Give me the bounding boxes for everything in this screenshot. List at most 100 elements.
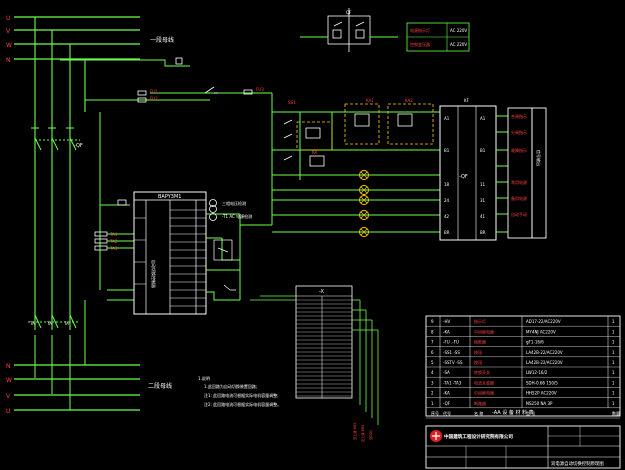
company-logo [430,430,442,442]
relay-output-label-4: 常用电源 [511,179,527,185]
table-cell-model: NS250 NA 3P [526,401,553,406]
relay-output-label-6: 自动手动 [511,211,527,217]
table-cell-qty: 1 [612,329,615,334]
table-cell-code: 代号 [443,410,451,416]
table-cell-code: -QF [443,401,451,406]
bus-label-w-bottom: W [6,377,12,384]
svg-text:KA: KA [312,150,318,155]
svg-text:TA: TA [46,321,52,326]
bus-label-u-top: U [6,15,10,22]
svg-text:KA2: KA2 [405,98,413,103]
control-wiring-left [60,59,273,290]
bottom-breaker-symbol [28,300,86,410]
svg-text:42: 42 [444,214,450,219]
svg-text:FU2: FU2 [150,96,158,101]
svg-text:FU1: FU1 [150,89,158,94]
svg-text:SS1: SS1 [288,100,296,105]
bottom-busbars [14,364,140,411]
secondary-bus-note: 二段母线 [148,382,172,390]
table-cell-no: 5 [431,360,434,365]
output-label-column [507,107,547,239]
table-cell-model: LA42B-22/AC220V [526,350,563,355]
table-cell-no: 3 [431,380,434,385]
table-cell-name: 电流互感器 [474,379,494,385]
bus-label-n-bottom: N [6,363,11,370]
atse-label: -QF [459,174,468,180]
control-relay-circuit [272,111,440,233]
qf-breaker-symbol [31,120,80,160]
indicator-mini-table [406,22,470,52]
table-cell-code: -KA [443,329,450,334]
table-cell-qty: 1 [612,380,615,385]
table-cell-model: 型 号 [526,410,535,416]
bus-label-n-top: N [6,57,11,64]
title-block [425,425,621,469]
svg-text:18: 18 [444,182,450,187]
relay-dashed-boxes [296,103,434,151]
svg-text:KF: KF [464,98,470,103]
table-cell-name: 中间继电器 [474,390,494,396]
table-cell-model: LA42B-22/AC220V [526,360,563,365]
table-cell-name: 指示灯 [474,318,486,324]
table-cell-code: -SSTV -SS [443,360,463,365]
table-cell-qty: 数量 [612,410,620,416]
terminal-strip [295,285,353,399]
switch-contact [204,86,218,94]
atse-block [439,105,497,241]
table-cell-name: 名 称 [474,410,483,416]
fuse-blocks [117,57,253,206]
table-cell-name: 转换开关 [474,369,490,375]
bus-label-v-bottom: V [6,393,11,400]
notes-heading: 1.说明 [198,375,210,381]
bus-label-u-bottom: U [6,408,10,415]
mini-table-name-2: 控制变压器 [410,41,430,47]
svg-text:-T1 AC 电源检测: -T1 AC 电源检测 [222,213,252,219]
table-cell-qty: 1 [612,391,615,396]
table-cell-model: HH52P AC220V [526,391,557,396]
table-cell-model: gF1-16/6 [526,340,544,345]
qf-label: -QF [74,143,83,149]
table-cell-code: -KA [443,391,450,396]
svg-text:A1: A1 [444,116,450,121]
controller-terminal-rows [134,209,206,307]
mini-table-name-1: 电源指示灯 [410,27,430,33]
table-cell-no: 8 [431,329,434,334]
table-cell-no: 序号 [431,410,439,416]
table-cell-name: 断路器 [474,400,486,406]
terminal-fan-out [250,295,379,425]
mini-table-value-1: AC 220V [450,28,467,33]
table-cell-qty: 1 [612,350,615,355]
svg-text:BR: BR [444,230,450,235]
table-cell-name: 熔断器 [474,339,486,345]
svg-text:TA: TA [63,321,69,326]
company-name: 中国建筑工程设计研究院有限公司 [444,433,513,440]
svg-text:三相电压检测: 三相电压检测 [222,200,246,206]
notes-line-1: 1.此回路为自动切换装置回路; [204,383,257,389]
svg-text:至上级 KM2: 至上级 KM2 [360,425,365,442]
table-cell-name: 按钮 [474,359,482,365]
notes-line-2: 注1: 此回路电流可根据实际电机容量调整; [204,392,279,398]
relay-output-label-2: 分闸指示 [511,129,527,135]
table-cell-no: 4 [431,370,434,375]
table-cell-name: 按钮 [474,349,482,355]
svg-text:FU3: FU3 [256,87,264,92]
design-notes: 1.说明 1.此回路为自动切换装置回路; 注1: 此回路电流可根据实际电机容量调… [198,375,281,407]
svg-text:KA1: KA1 [366,98,374,103]
table-cell-model: SDH-0.66 150/5 [526,380,558,385]
table-cell-code: -TA1 -TA3 [443,380,462,385]
controller-title: BAPY3M1 [158,194,182,200]
bus-label-v-top: V [6,28,11,35]
svg-text:TA: TA [29,321,35,326]
svg-text:A1: A1 [480,116,486,121]
table-cell-code: -SA [443,370,450,375]
bus-label-w-top: W [6,42,12,49]
table-cell-qty: 1 [612,370,615,375]
svg-text:B1: B1 [480,148,486,153]
table-cell-no: 9 [431,319,434,324]
svg-text:至上级 KM1: 至上级 KM1 [352,423,357,440]
drawing-title: 双电源自动切换控制原理图 [551,460,604,467]
table-cell-code: -FU .-FU [443,340,459,345]
table-cell-model: LW12-16/2 [526,370,548,375]
table-cell-name: 中间继电器 [474,328,494,334]
